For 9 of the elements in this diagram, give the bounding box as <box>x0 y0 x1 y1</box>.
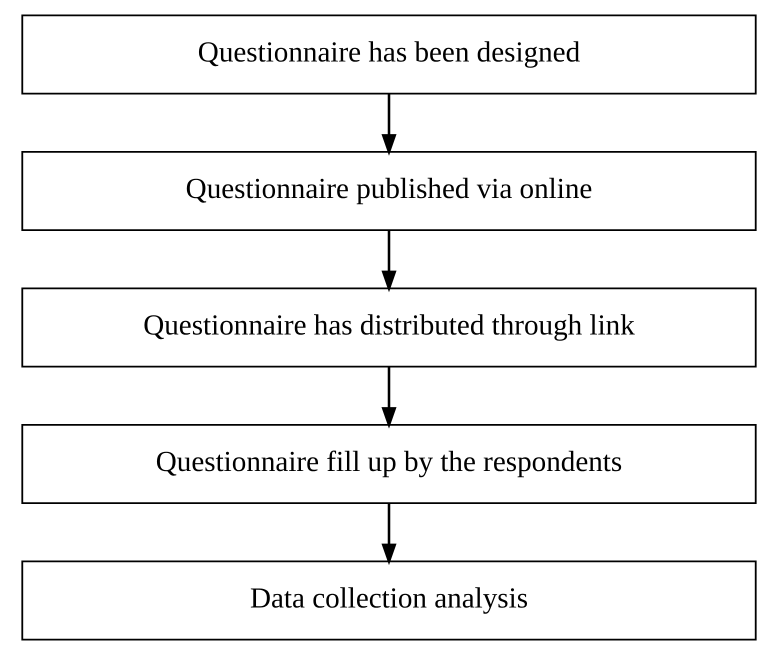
node-box: Questionnaire has distributed through link <box>21 287 757 368</box>
arrow <box>381 230 397 292</box>
node-box: Questionnaire fill up by the respondents <box>21 424 757 504</box>
arrow <box>381 367 397 429</box>
node-box: Data collection analysis <box>21 560 757 641</box>
arrow <box>381 94 397 156</box>
node-box: Questionnaire published via online <box>21 150 757 232</box>
node-box: Questionnaire has been designed <box>21 14 757 95</box>
arrow <box>381 504 397 566</box>
